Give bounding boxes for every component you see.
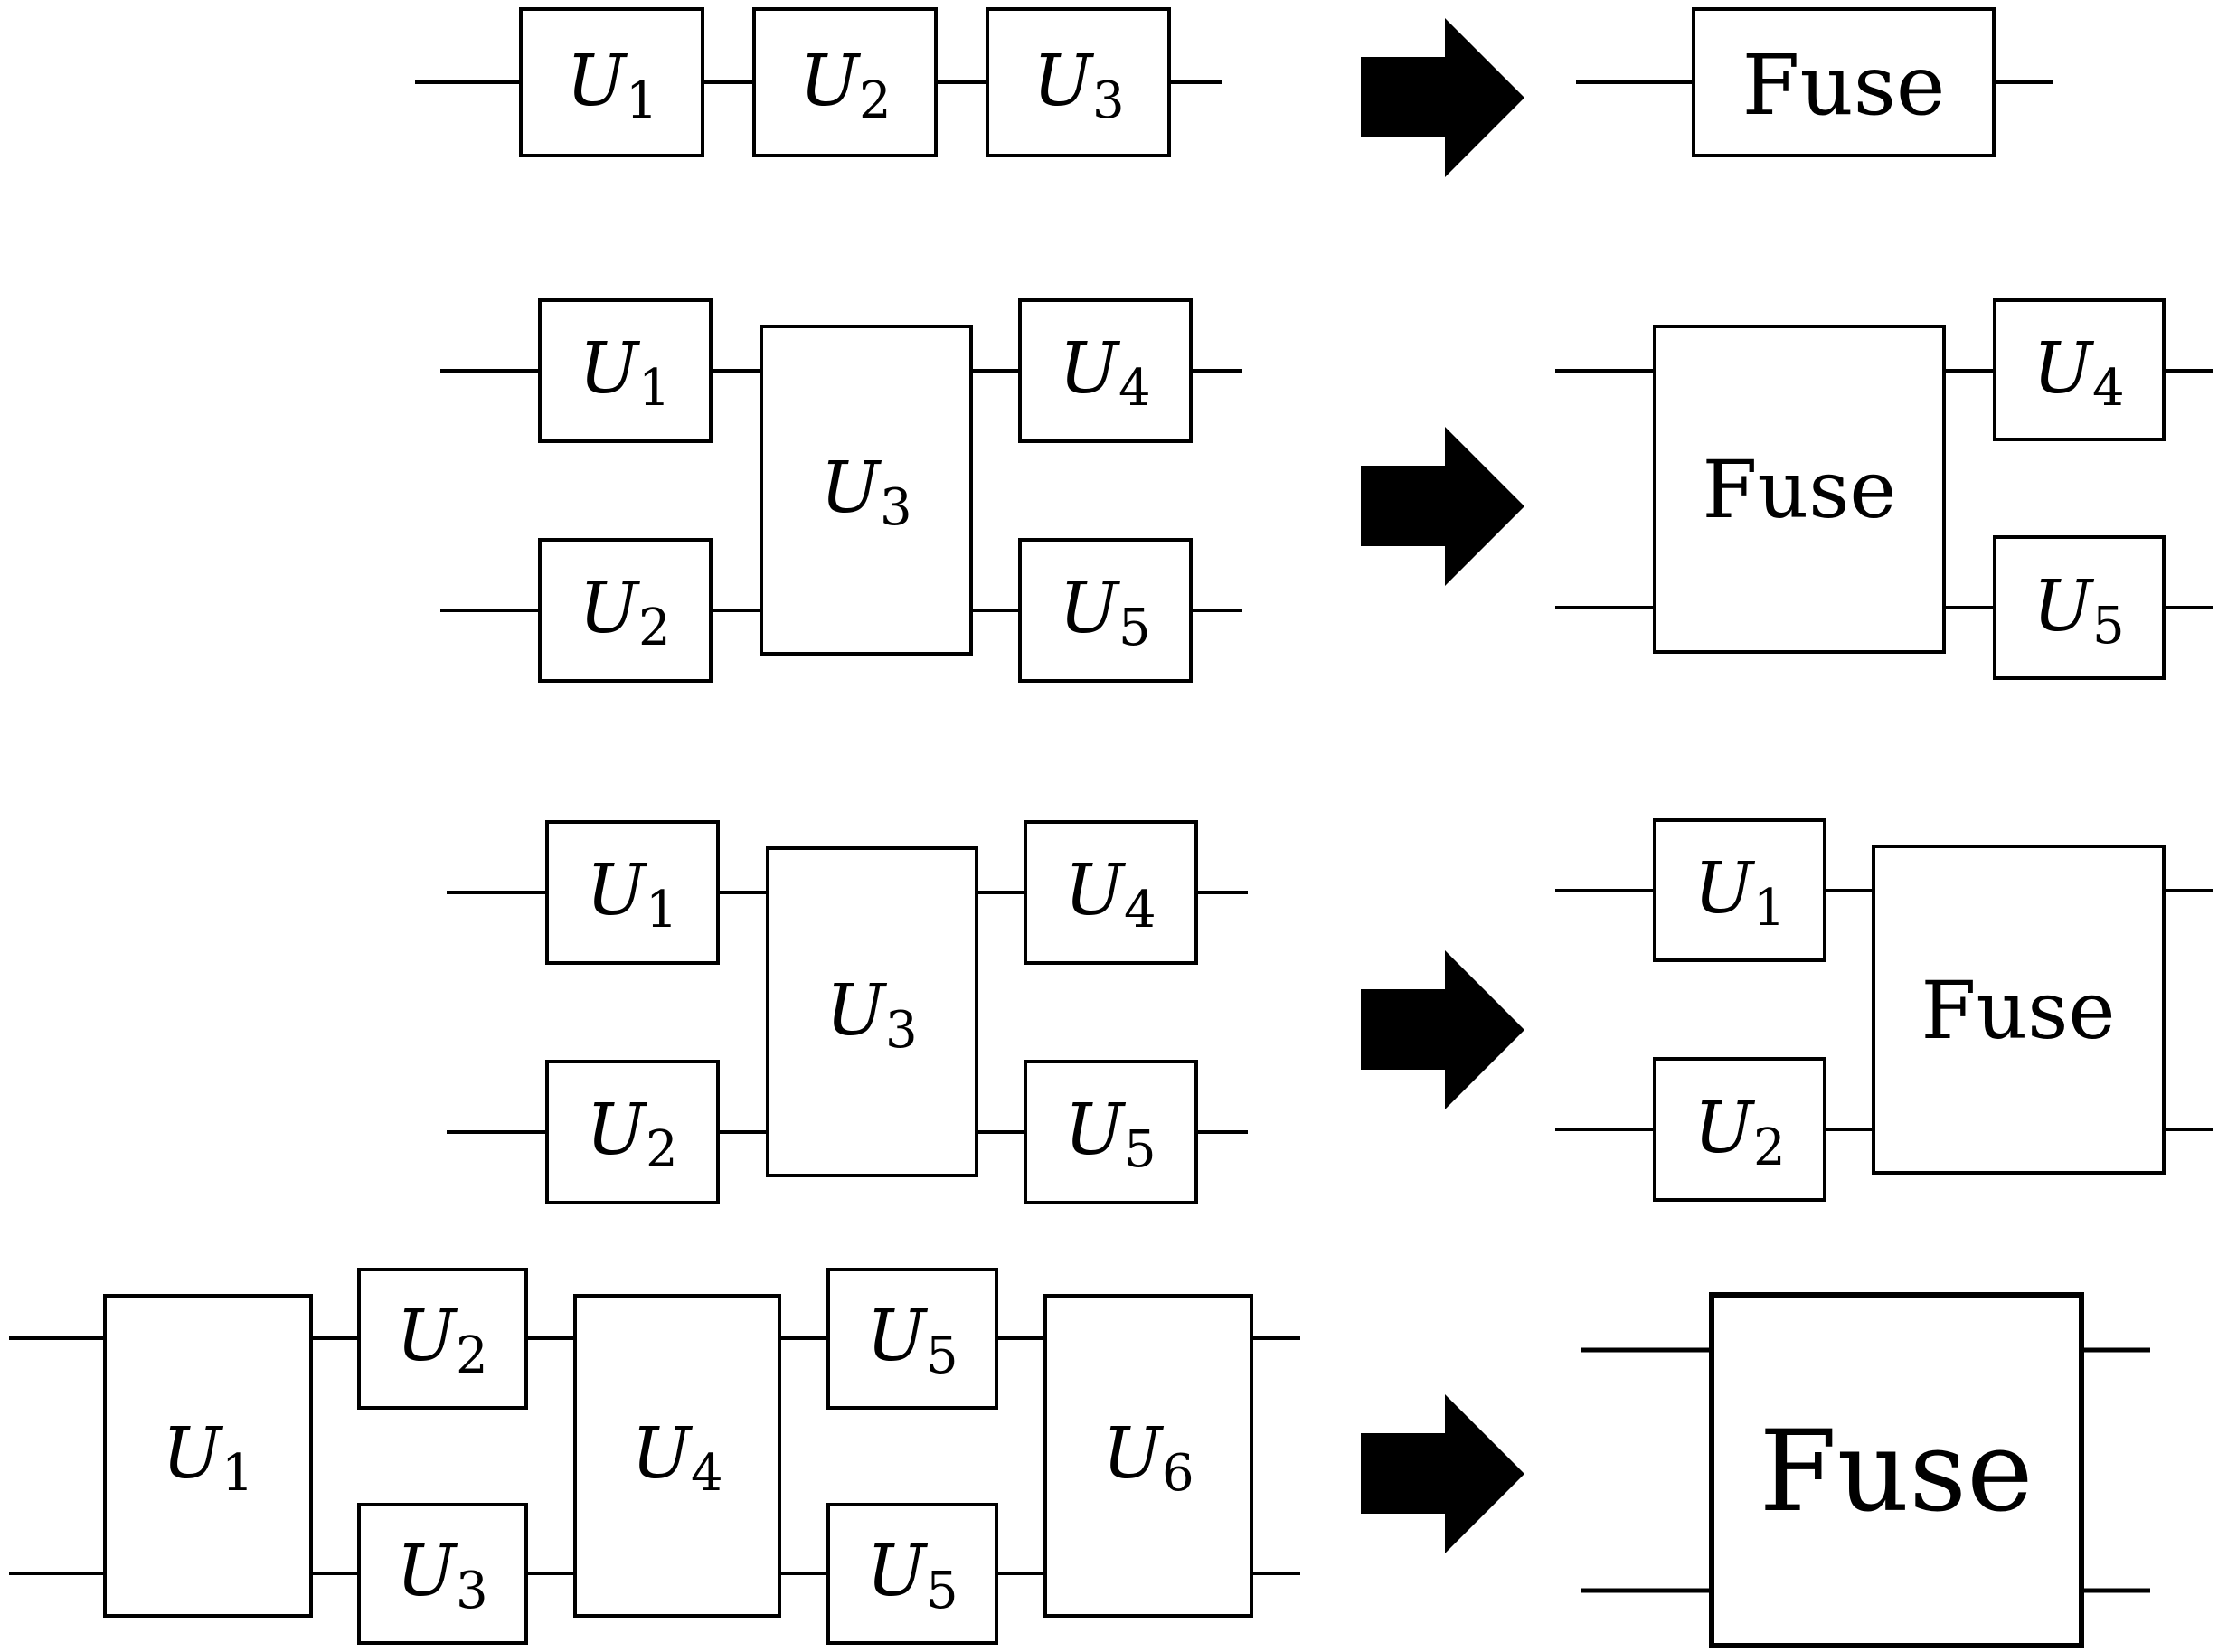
svg-text:U4: U4 [1059,328,1150,418]
gate-u4: U4 [573,1294,781,1618]
svg-text:U5: U5 [866,1296,958,1385]
svg-text:U1: U1 [566,41,657,130]
gate-u2: U2 [752,7,938,157]
gate-u3: U3 [766,846,978,1177]
svg-text:U1: U1 [586,850,677,939]
svg-text:Fuse: Fuse [1921,964,2116,1057]
gate-u1: U1 [538,298,713,443]
gate-u2: U2 [357,1268,528,1410]
right-arrow-icon [1361,1394,1524,1553]
fuse-gate: Fuse [1709,1292,2084,1648]
right-arrow-icon [1361,950,1524,1109]
row-4: U1 U2 U3 U4 U5 U5 [9,1268,2150,1648]
gate-u1: U1 [1653,818,1826,962]
gate-u5: U5 [826,1503,998,1645]
svg-text:U3: U3 [1033,41,1124,130]
svg-text:U1: U1 [162,1413,253,1503]
svg-text:U6: U6 [1102,1413,1194,1503]
svg-text:U4: U4 [631,1413,722,1503]
row-1-before-circuit: U1 U2 U3 [415,7,1222,157]
row-3: U1 U2 U3 U4 U5 [447,818,2213,1204]
svg-text:U2: U2 [396,1296,487,1385]
svg-text:Fuse: Fuse [1703,443,1897,536]
svg-text:U3: U3 [396,1531,487,1620]
svg-text:U3: U3 [820,448,911,537]
svg-text:U4: U4 [1064,850,1156,939]
svg-text:U5: U5 [1059,568,1150,657]
svg-text:U4: U4 [2033,328,2124,418]
gate-u3: U3 [357,1503,528,1645]
svg-text:Fuse: Fuse [1742,37,1946,134]
row-2-after-circuit: Fuse U4 U5 [1555,298,2213,680]
svg-text:Fuse: Fuse [1760,1407,2034,1537]
gate-u3: U3 [986,7,1171,157]
svg-text:U2: U2 [799,41,891,130]
gate-u5: U5 [1024,1060,1198,1204]
svg-text:U1: U1 [1694,848,1785,938]
svg-text:U5: U5 [866,1531,958,1620]
fuse-gate: Fuse [1653,325,1946,654]
gate-u4: U4 [1024,820,1198,965]
row-1-after-circuit: Fuse [1576,7,2053,157]
svg-text:U2: U2 [586,1090,677,1179]
svg-text:U3: U3 [826,970,917,1060]
fuse-gate: Fuse [1692,7,1996,157]
svg-text:U2: U2 [579,568,670,657]
gate-u2: U2 [1653,1057,1826,1202]
svg-text:U2: U2 [1694,1088,1785,1177]
row-3-after-circuit: U1 U2 Fuse [1555,818,2213,1202]
gate-u5: U5 [1993,535,2166,680]
right-arrow-icon [1361,18,1524,177]
gate-u1: U1 [545,820,720,965]
right-arrow-icon [1361,427,1524,586]
gate-u5: U5 [826,1268,998,1410]
gate-u4: U4 [1018,298,1193,443]
svg-text:U1: U1 [579,328,670,418]
gate-u2: U2 [538,538,713,683]
gate-u3: U3 [760,325,973,656]
gate-u2: U2 [545,1060,720,1204]
row-3-before-circuit: U1 U2 U3 U4 U5 [447,820,1248,1204]
gate-u4: U4 [1993,298,2166,441]
gate-u1: U1 [519,7,704,157]
row-4-before-circuit: U1 U2 U3 U4 U5 U5 [9,1268,1300,1645]
row-1: U1 U2 U3 Fuse [415,7,2053,177]
gate-u5: U5 [1018,538,1193,683]
svg-text:U5: U5 [2033,566,2124,656]
fuse-gate: Fuse [1872,845,2166,1175]
row-4-after-circuit: Fuse [1581,1292,2150,1648]
svg-text:U5: U5 [1064,1090,1156,1179]
row-2-before-circuit: U1 U2 U3 U4 U5 [440,298,1242,683]
gate-u6: U6 [1043,1294,1253,1618]
gate-u1: U1 [103,1294,313,1618]
row-2: U1 U2 U3 U4 U5 [440,298,2213,683]
